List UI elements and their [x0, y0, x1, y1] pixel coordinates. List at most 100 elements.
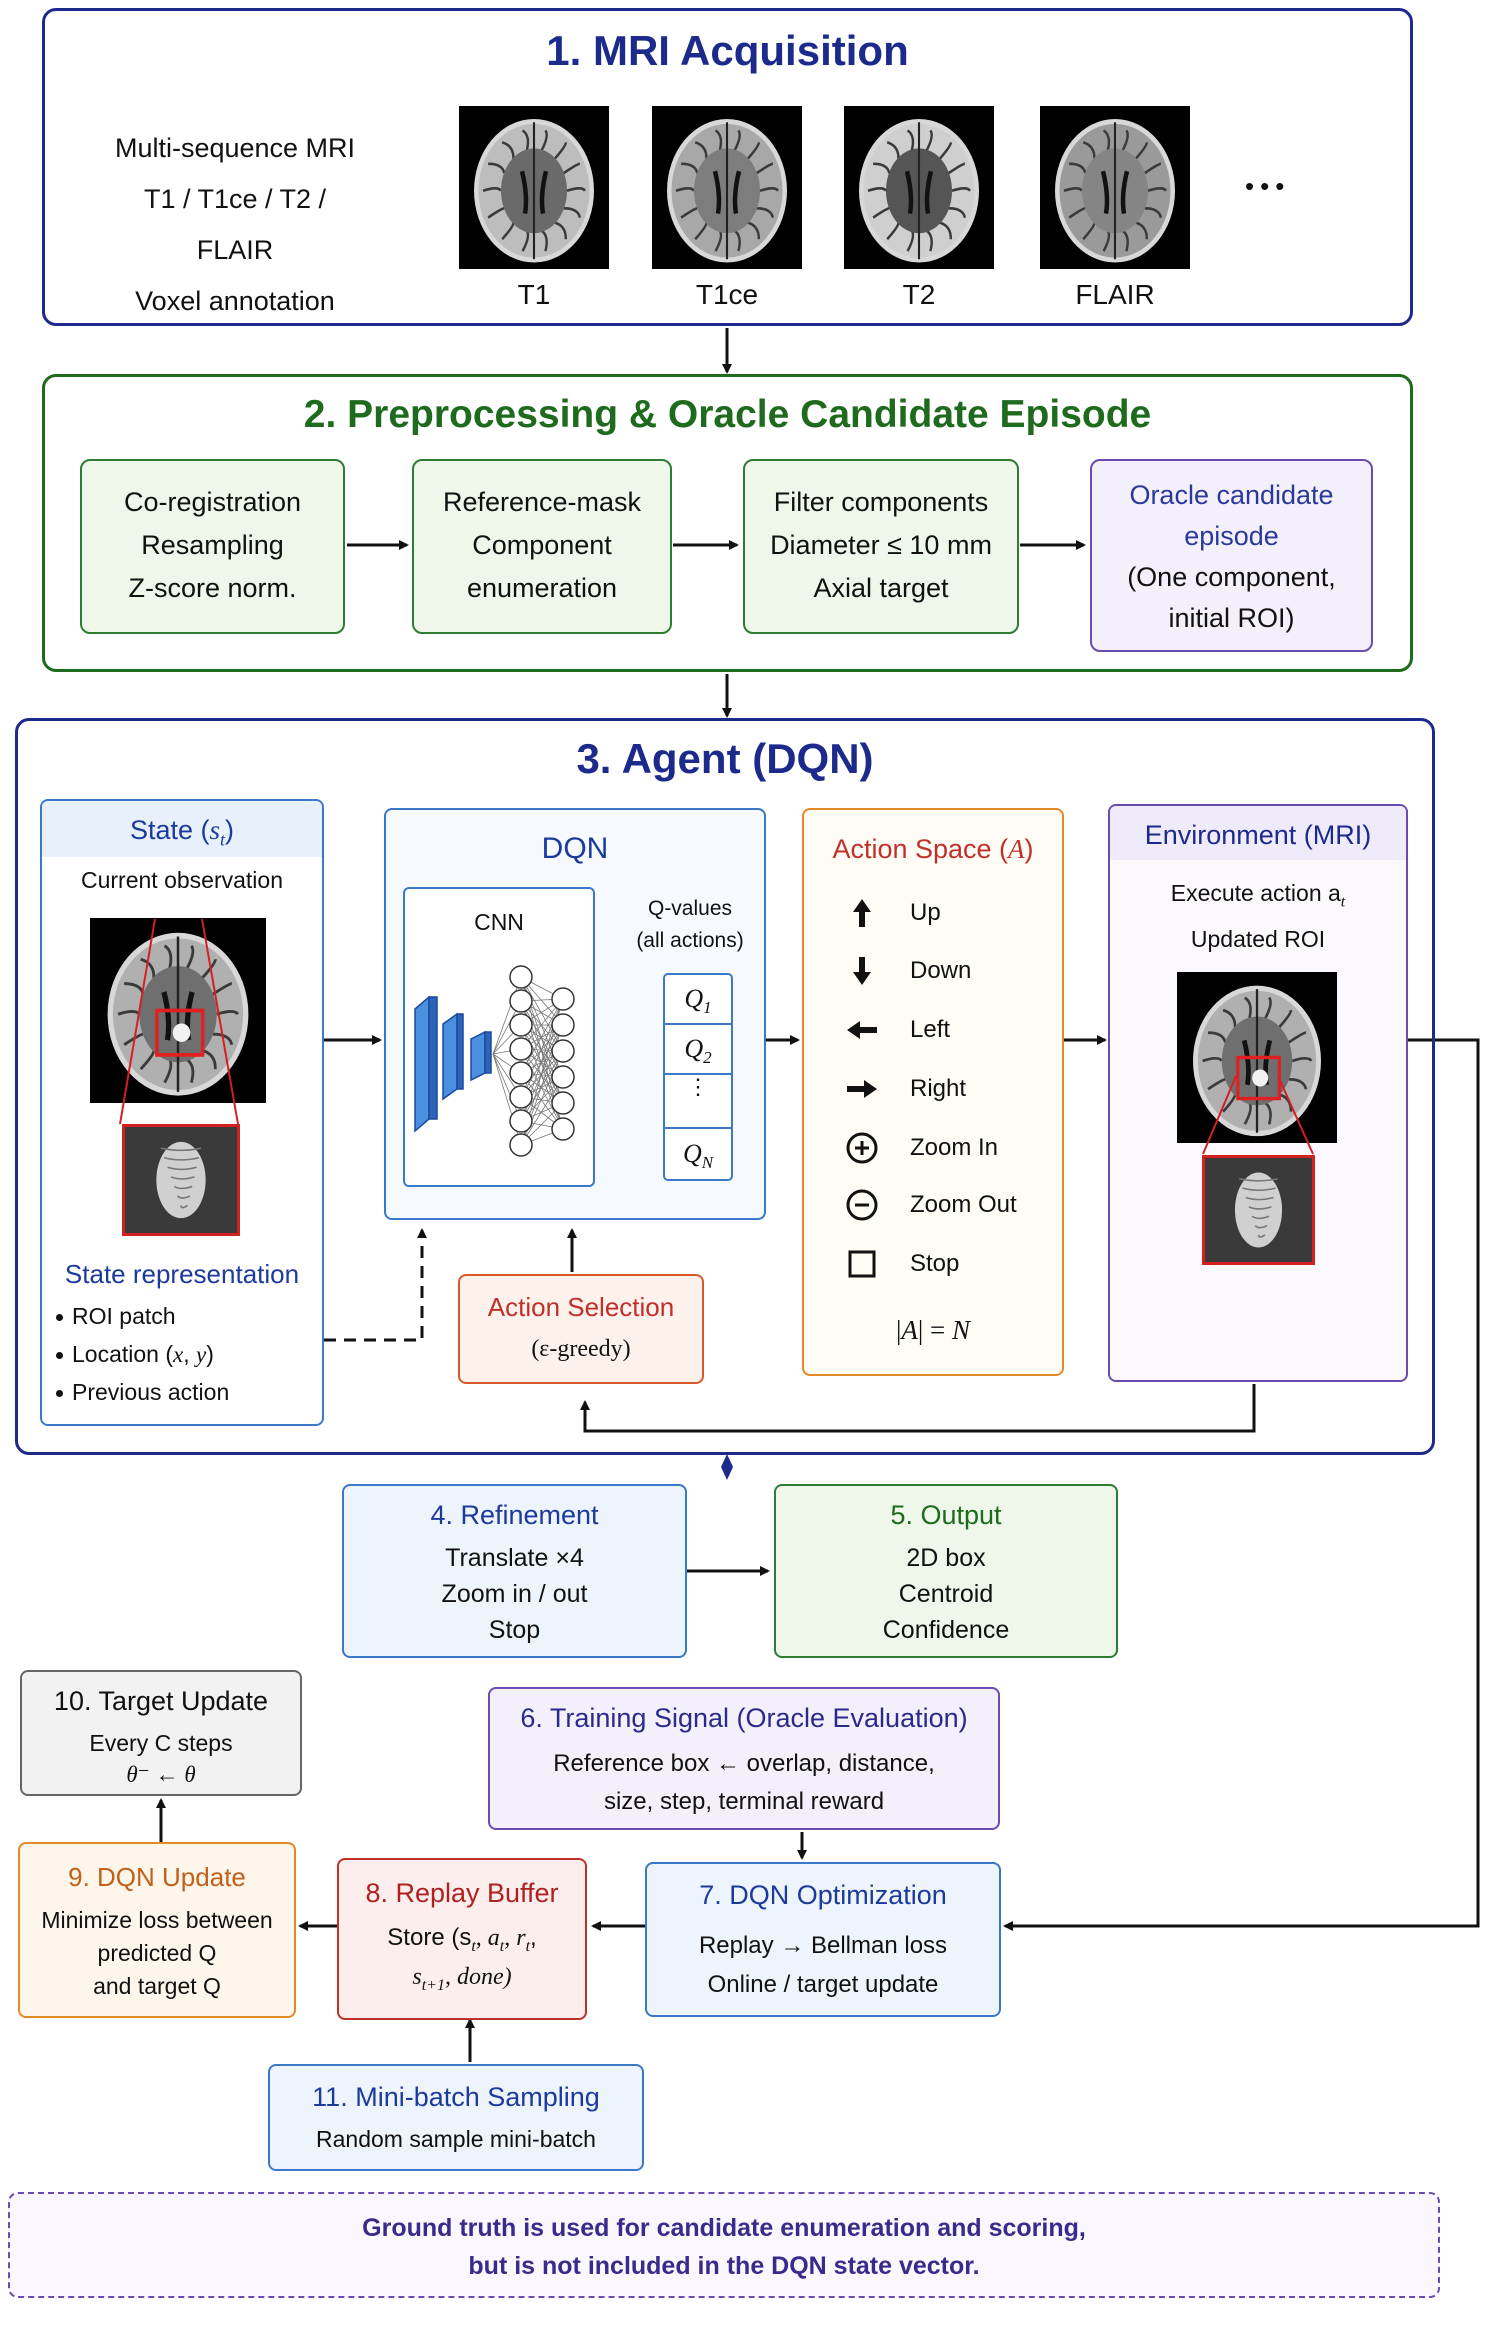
output-line: Centroid: [898, 1580, 994, 1608]
q-value-n: QN: [663, 1127, 733, 1181]
plus-circle-icon: [846, 1132, 878, 1164]
refinement-line: Translate ×4: [445, 1544, 584, 1572]
mri-info: Multi-sequence MRI T1 / T1ce / T2 / FLAI…: [105, 123, 365, 327]
qvalues-label: Q-values (all actions): [630, 893, 750, 957]
arrow-down-icon: [853, 957, 871, 985]
minibatch-title: 11. Mini-batch Sampling: [312, 2082, 600, 2112]
section-title: 2. Preprocessing & Oracle Candidate Epis…: [303, 393, 1152, 436]
arrow-left-icon: [847, 1021, 877, 1039]
ground-truth-note: Ground truth is used for candidate enume…: [8, 2192, 1440, 2298]
step-line: Z-score norm.: [128, 573, 297, 603]
action-selection-box: Action Selection (ε-greedy): [458, 1274, 704, 1384]
brain-scan-image: [1040, 106, 1190, 269]
step-line: Diameter ≤ 10 mm: [770, 530, 992, 560]
brain-scan-image: [652, 106, 802, 269]
dqn-title: DQN: [541, 832, 609, 865]
diamond-connector: [721, 1454, 733, 1480]
roi-zoom-connectors: [119, 918, 239, 1125]
step-line: Component: [472, 530, 612, 560]
roi-zoom-patch: [122, 1124, 240, 1236]
dqn-update-box: 9. DQN Update Minimize loss between predi…: [18, 1842, 296, 2018]
oracle-line: initial ROI): [1168, 603, 1295, 633]
target-update-box: 10. Target Update Every C steps θ⁻ ← θ: [20, 1670, 302, 1796]
dqn-update-line: and target Q: [93, 1973, 221, 1999]
arrow-up-icon: [853, 899, 871, 927]
oracle-title: episode: [1184, 521, 1279, 551]
environment-line: Execute action at: [1170, 880, 1346, 911]
action-space-title: Action Space (A): [832, 834, 1034, 864]
section-title: 3. Agent (DQN): [576, 735, 874, 782]
dqn-panel: DQN CNN Q-values (all actions) Q1 Q2 ⋮ QN: [384, 808, 766, 1220]
state-subtitle: Current observation: [81, 867, 283, 893]
environment-line: Updated ROI: [1190, 926, 1326, 952]
note-line: but is not included in the DQN state vec…: [468, 2252, 980, 2280]
section-title: 1. MRI Acquisition: [546, 27, 909, 74]
replay-title: 8. Replay Buffer: [365, 1878, 559, 1908]
cnn-label: CNN: [474, 909, 524, 935]
section-agent-dqn: 3. Agent (DQN): [15, 718, 1435, 1455]
action-cardinality: |A| = N: [895, 1315, 971, 1345]
step-line: Co-registration: [123, 487, 302, 517]
environment-title: Environment (MRI): [1144, 820, 1372, 850]
refinement-title: 4. Refinement: [430, 1500, 599, 1530]
output-title: 5. Output: [890, 1500, 1002, 1530]
target-update-line: Every C steps: [89, 1730, 233, 1756]
arrow-state-repr-dashed: [324, 1228, 427, 1342]
optimization-line: Online / target update: [707, 1971, 939, 1998]
state-title: State (st): [129, 815, 235, 850]
optimization-line: Replay → Bellman loss: [698, 1932, 948, 1959]
info-line: T1 / T1ce / T2 / FLAIR: [143, 184, 327, 265]
training-signal-box: 6. Training Signal (Oracle Evaluation) R…: [488, 1687, 1000, 1830]
output-line: Confidence: [882, 1616, 1010, 1644]
cnn-box: CNN: [403, 887, 595, 1187]
step-line: enumeration: [466, 573, 618, 603]
scan-label: T1: [517, 279, 551, 310]
step-line: Filter components: [773, 487, 989, 517]
dqn-update-title: 9. DQN Update: [68, 1862, 246, 1892]
arrow-env-optimization: [1003, 1038, 1480, 1931]
qvalues-line: (all actions): [636, 929, 744, 952]
arrow-env-select: [580, 1384, 1256, 1433]
dqn-update-line: predicted Q: [97, 1940, 217, 1966]
info-line: Multi-sequence MRI: [114, 133, 356, 163]
step-line: Resampling: [141, 530, 284, 560]
state-bullet: Previous action: [55, 1379, 230, 1405]
cnn-architecture: [414, 965, 575, 1157]
action-selection-sub: (ε-greedy): [531, 1336, 631, 1362]
scan-label: T1ce: [695, 279, 759, 310]
roi-zoom-patch: [1202, 1155, 1315, 1265]
more-scans-ellipsis: •••: [1245, 171, 1291, 201]
dqn-optimization-box: 7. DQN Optimization Replay → Bellman los…: [645, 1862, 1001, 2017]
replay-line: Store (st, at, rt,: [387, 1924, 537, 1955]
refinement-line: Stop: [488, 1616, 541, 1644]
state-bullet: Location (x, y): [56, 1341, 214, 1367]
note-line: Ground truth is used for candidate enume…: [362, 2214, 1086, 2242]
brain-scan-image: [844, 106, 994, 269]
training-title: 6. Training Signal (Oracle Evaluation): [520, 1703, 968, 1733]
env-zoom-connectors: [1202, 1075, 1314, 1155]
info-line: Voxel annotation: [135, 286, 335, 316]
target-update-line: θ⁻ ← θ: [126, 1762, 196, 1787]
target-update-title: 10. Target Update: [53, 1686, 269, 1716]
oracle-line: (One component,: [1127, 562, 1336, 592]
q-value-ellipsis: ⋮: [663, 1073, 733, 1129]
dqn-update-line: Minimize loss between: [41, 1907, 273, 1933]
training-line: Reference box ← overlap, distance,: [553, 1750, 935, 1777]
minibatch-line: Random sample mini-batch: [316, 2126, 596, 2152]
qvalue-list: Q1 Q2 ⋮ QN: [663, 973, 735, 1183]
minus-circle-icon: [846, 1189, 878, 1221]
section-preprocessing: 2. Preprocessing & Oracle Candidate Epis…: [42, 374, 1413, 672]
qvalues-line: Q-values: [647, 897, 733, 920]
scan-label: FLAIR: [1075, 279, 1155, 310]
step-line: Reference-mask: [442, 487, 642, 517]
state-representation-title: State representation: [64, 1259, 300, 1289]
q-value-1: Q1: [663, 973, 733, 1025]
step-line: Axial target: [813, 573, 949, 603]
square-icon: [848, 1250, 876, 1278]
training-line: size, step, terminal reward: [603, 1788, 885, 1815]
